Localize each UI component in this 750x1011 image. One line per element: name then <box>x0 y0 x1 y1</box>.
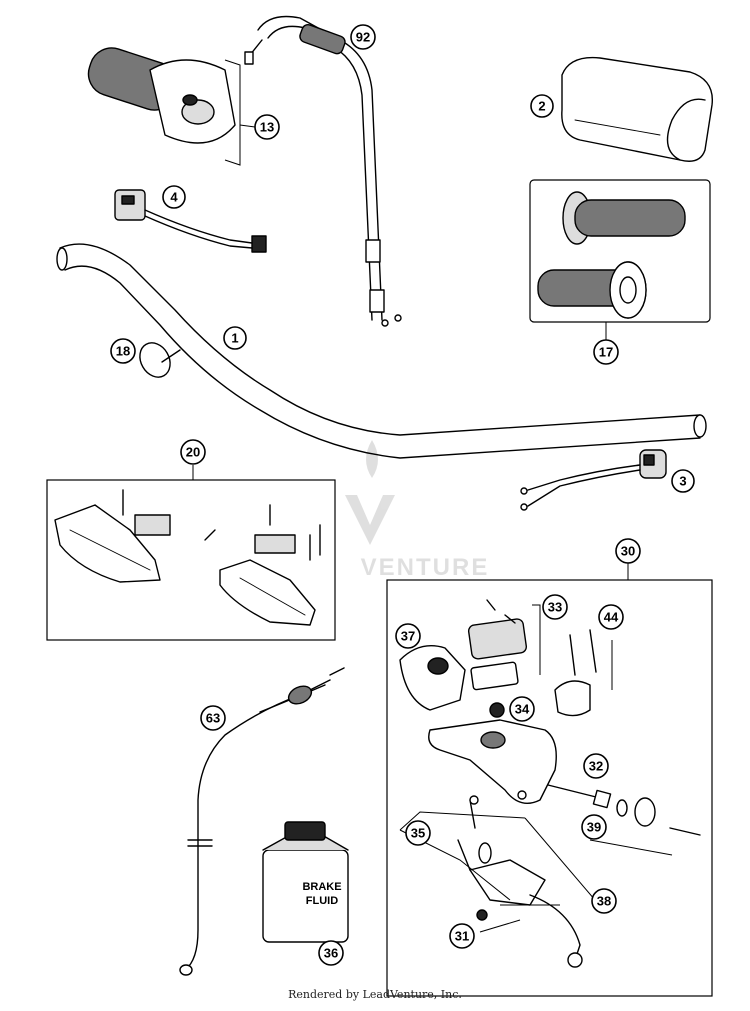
brake-fluid-bottle-part: BRAKE FLUID <box>262 821 349 943</box>
handguards-box <box>46 465 336 641</box>
callout-2-label: 2 <box>538 99 545 114</box>
switch-part <box>114 189 267 253</box>
callout-33: 33 <box>542 594 568 620</box>
brake-fluid-label-line2: FLUID <box>306 895 338 907</box>
watermark-text: VENTURE <box>361 554 490 581</box>
callout-30-label: 30 <box>621 544 635 559</box>
callout-18-label: 18 <box>116 344 130 359</box>
callout-3: 3 <box>671 469 695 493</box>
callout-35-label: 35 <box>411 826 425 841</box>
callout-13-label: 13 <box>260 120 274 135</box>
callout-17: 17 <box>593 339 619 365</box>
footer-credit: Rendered by LeadVenture, Inc. <box>288 988 462 1001</box>
callout-13: 13 <box>254 114 280 140</box>
callout-30: 30 <box>615 538 641 564</box>
callout-33-label: 33 <box>548 600 562 615</box>
callout-1: 1 <box>223 326 247 350</box>
callout-92-label: 92 <box>356 30 370 45</box>
handlebar-pad-part <box>561 56 714 162</box>
callout-39: 39 <box>581 814 607 840</box>
callout-63: 63 <box>200 705 226 731</box>
callout-39-label: 39 <box>587 820 601 835</box>
handlebar-part <box>56 243 707 459</box>
callout-34-label: 34 <box>515 702 530 717</box>
callout-38: 38 <box>591 888 617 914</box>
callout-44: 44 <box>598 604 624 630</box>
callout-34: 34 <box>509 696 535 722</box>
callout-20-label: 20 <box>186 445 200 460</box>
throttle-grip-part <box>87 47 256 166</box>
callout-35: 35 <box>405 820 431 846</box>
callout-37: 37 <box>395 623 421 649</box>
callout-4: 4 <box>162 185 186 209</box>
callout-37-label: 37 <box>401 629 415 644</box>
callout-38-label: 38 <box>597 894 611 909</box>
callout-92: 92 <box>350 24 376 50</box>
callout-32-label: 32 <box>589 759 603 774</box>
callout-1-label: 1 <box>231 331 238 346</box>
callout-31-label: 31 <box>455 929 469 944</box>
grips-box <box>529 179 711 340</box>
callout-20: 20 <box>180 439 206 465</box>
callout-18: 18 <box>110 338 136 364</box>
callout-2: 2 <box>530 94 554 118</box>
brake-line-part <box>179 667 345 976</box>
callout-36: 36 <box>318 940 344 966</box>
callout-32: 32 <box>583 753 609 779</box>
callout-17-label: 17 <box>599 345 613 360</box>
callout-3-label: 3 <box>679 474 686 489</box>
cable-tie-part <box>139 342 181 378</box>
throttle-cables-part <box>244 15 402 327</box>
watermark-logo: VENTURE <box>345 440 490 581</box>
callout-31: 31 <box>449 923 475 949</box>
callout-36-label: 36 <box>324 946 338 961</box>
callout-44-label: 44 <box>604 610 619 625</box>
callout-4-label: 4 <box>170 190 178 205</box>
brake-fluid-label-line1: BRAKE <box>302 881 341 893</box>
kill-switch-part <box>520 449 667 511</box>
master-cylinder-box <box>386 563 713 997</box>
callout-63-label: 63 <box>206 711 220 726</box>
